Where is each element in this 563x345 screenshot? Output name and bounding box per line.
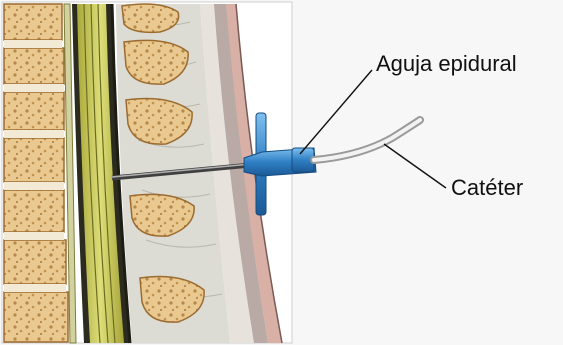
needle-label: Aguja epidural xyxy=(376,51,517,77)
catheter-label: Catéter xyxy=(451,175,523,201)
vertebral-bodies xyxy=(4,4,68,342)
